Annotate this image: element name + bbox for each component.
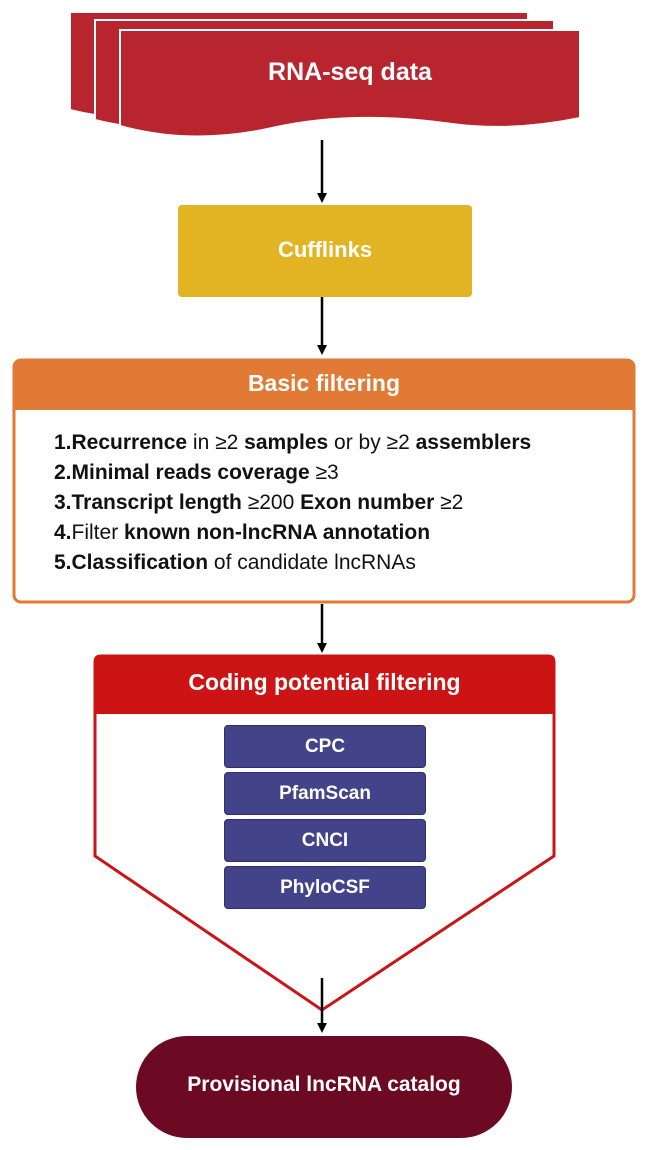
coding-filtering-header: [95, 656, 554, 714]
document-front: [119, 29, 581, 138]
cufflinks-label: Cufflinks: [277, 237, 373, 262]
step-text: Recurrence: [71, 431, 188, 454]
filter-step: 5.Classification of candidate lncRNAs: [54, 548, 531, 578]
coding-filtering-title: Coding potential filtering: [188, 669, 461, 695]
step-text: or by ≥2: [328, 431, 416, 454]
filter-step: 2.Minimal reads coverage ≥3: [54, 458, 531, 488]
tool-box-pfamscan: PfamScan: [224, 772, 426, 815]
step-text: Classification: [71, 551, 209, 574]
step-number: 3.: [54, 491, 72, 514]
step-text: in ≥2: [187, 431, 245, 454]
filter-step: 4.Filter known non-lncRNA annotation: [54, 518, 531, 548]
step-text: Filter: [71, 521, 125, 544]
tool-box-cpc: CPC: [224, 725, 426, 768]
filter-step: 1.Recurrence in ≥2 samples or by ≥2 asse…: [54, 428, 531, 458]
step-text: Transcript length: [71, 491, 242, 514]
basic-filtering-header: [14, 360, 634, 410]
step-text: samples: [244, 431, 329, 454]
step-number: 2.: [54, 461, 72, 484]
step-text: Minimal reads coverage: [71, 461, 310, 484]
step-number: 5.: [54, 551, 72, 574]
step-number: 1.: [54, 431, 72, 454]
step-number: 4.: [54, 521, 72, 544]
catalog-pill: [136, 1036, 512, 1138]
rnaseq-label: RNA-seq data: [268, 58, 432, 86]
tool-box-cnci: CNCI: [224, 819, 426, 862]
basic-filtering-steps: 1.Recurrence in ≥2 samples or by ≥2 asse…: [54, 428, 531, 578]
step-text: Exon number: [300, 491, 435, 514]
step-text: ≥2: [434, 491, 464, 514]
catalog-label: Provisional lncRNA catalog: [187, 1073, 461, 1096]
cufflinks-box: [178, 205, 472, 297]
step-text: ≥3: [309, 461, 339, 484]
basic-filtering-title: Basic filtering: [247, 370, 401, 396]
step-text: known non-lncRNA annotation: [124, 521, 431, 544]
filter-step: 3.Transcript length ≥200 Exon number ≥2: [54, 488, 531, 518]
tool-box-phylocsf: PhyloCSF: [224, 866, 426, 909]
step-text: assemblers: [415, 431, 532, 454]
rnaseq-data-shape: [69, 11, 581, 138]
step-text: ≥200: [241, 491, 301, 514]
step-text: of candidate lncRNAs: [208, 551, 416, 574]
